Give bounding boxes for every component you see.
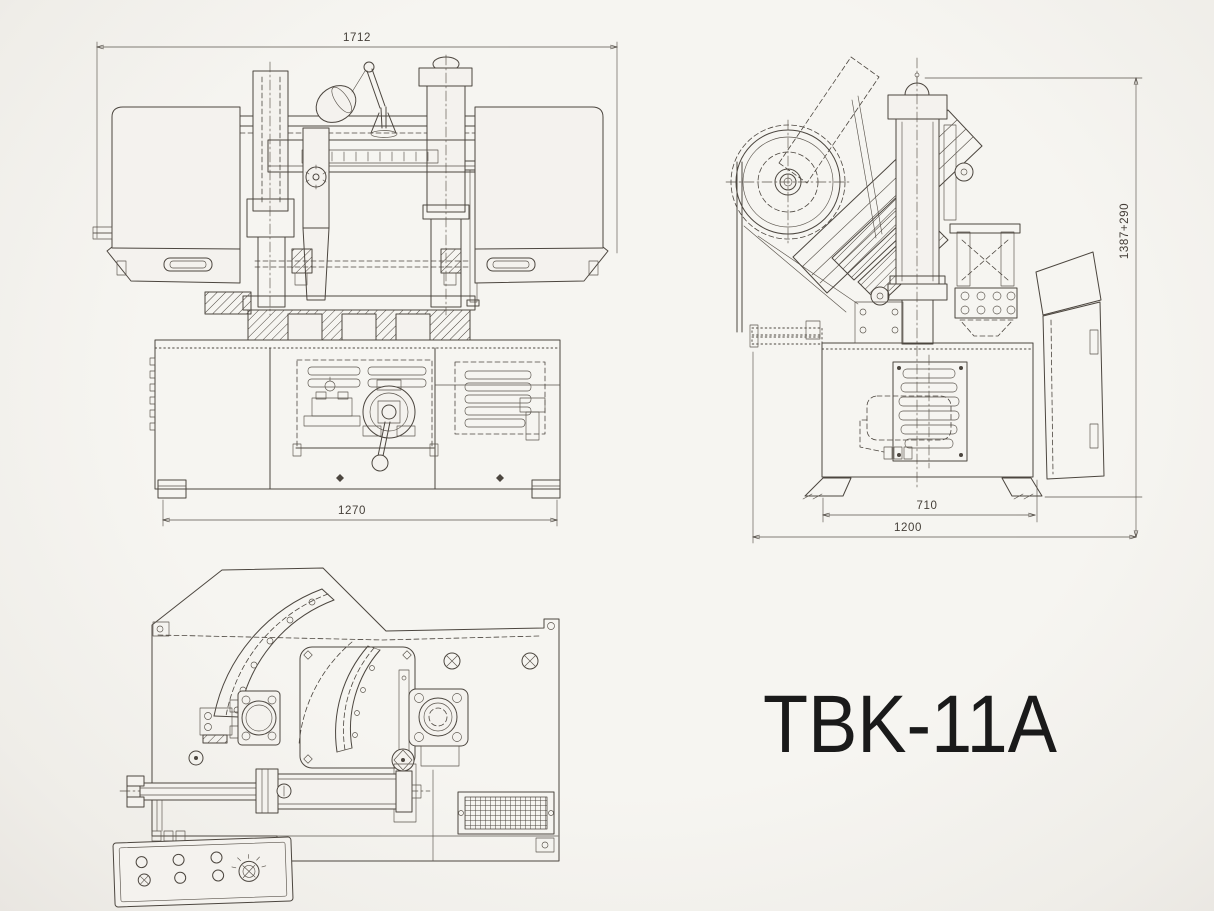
model-label: TBK-11A [763,679,1057,770]
deck-bolt-right [521,652,539,670]
dim-text-side-depth: 1200 [894,522,922,534]
front-dim-overall-width: 1712 [97,32,617,254]
work-lamp [315,61,398,138]
electrical-vent-panel [454,361,546,441]
panel-button [174,871,187,884]
lamp-head-icon [315,85,357,123]
front-base-cabinet [149,339,561,499]
panel-knob [231,854,267,882]
panel-button [172,853,185,866]
machine-feet-front [157,479,561,499]
front-view: 1712 [92,32,617,527]
plan-outline [151,567,560,862]
plan-grille [457,791,555,835]
side-dim-base-depth: 710 [823,479,1038,523]
panel-button [212,869,225,882]
side-dim-overall-depth: 1200 [753,351,1136,544]
front-dim-base-width: 1270 [163,499,557,527]
band-wheel [725,119,859,313]
hydraulic-compartment [292,359,439,472]
left-bearing-housing [199,690,281,746]
side-dim-overall-height: 1387+290 [924,78,1143,537]
pivot-diamond [391,748,415,772]
deck-bolt-left [188,750,204,766]
side-door [1035,251,1105,480]
deck-bolt-mid [443,652,461,670]
star-knob-icon [305,164,327,190]
blade-guide-arm [302,127,330,301]
machine-feet-side [802,477,1043,500]
dim-text-front-width: 1712 [343,32,371,44]
work-table-front [204,291,476,341]
front-right-column [418,54,473,316]
panel-button [210,851,223,864]
side-base-cabinet [802,301,1043,500]
feed-cylinder-column [887,57,974,491]
saw-bow [778,56,983,306]
swivel-sector [335,645,415,772]
dim-text-side-base: 710 [917,500,938,512]
hydraulic-cylinder [119,763,431,823]
side-view: 710 1200 1387+290 [725,56,1143,544]
front-right-wheel-cover [474,106,609,284]
panel-button [135,856,148,869]
panel-button-emergency [137,873,151,887]
motor-icon [362,379,416,439]
column-bracket [949,223,1021,287]
front-left-column [246,61,295,316]
plan-view [112,567,560,908]
blade-line [254,248,471,286]
vise-plate [954,287,1018,337]
side-vent-panel [892,354,968,469]
control-panel [112,799,294,908]
dim-text-front-base: 1270 [338,505,366,517]
right-bearing-housing [408,688,469,767]
front-left-wheel-cover [92,106,241,284]
dim-text-side-height: 1387+290 [1119,203,1131,259]
control-lever [371,421,391,472]
side-work-table [749,320,823,348]
